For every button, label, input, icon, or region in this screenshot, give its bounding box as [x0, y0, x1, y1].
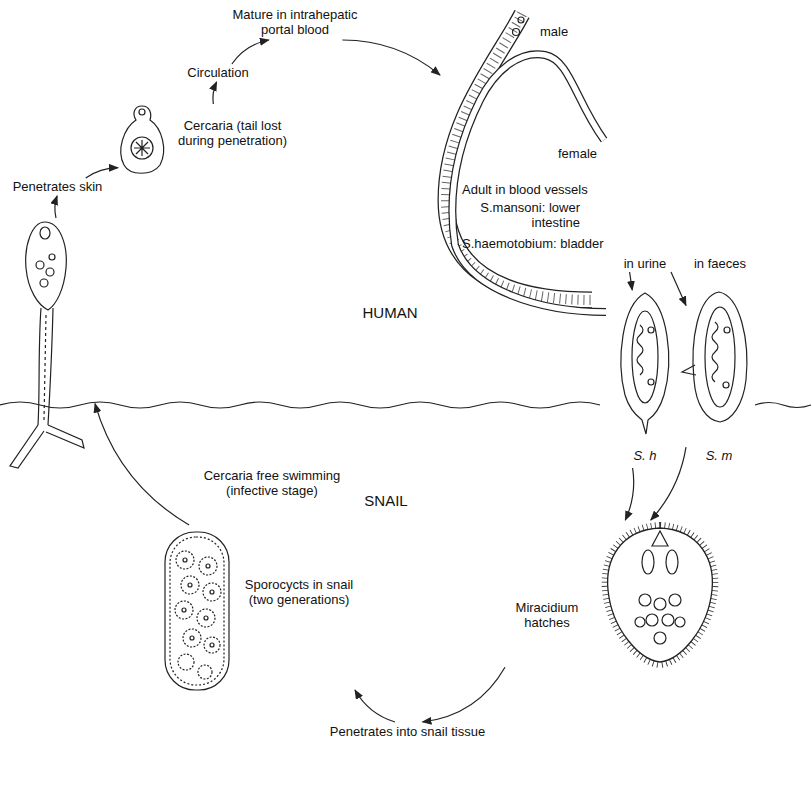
stage-text: male	[540, 24, 580, 39]
stage-label: Circulation	[178, 64, 258, 82]
cycle-arrow	[86, 168, 118, 178]
egg: S. h	[612, 290, 678, 468]
edge-label: in urine	[624, 256, 667, 271]
stage-text: Cercaria (tail lost during penetration)	[170, 118, 295, 148]
stage-text: S. m	[686, 448, 752, 463]
sporocyst-drawing	[165, 532, 229, 690]
cycle-arrow	[95, 404, 189, 525]
adult-worms: male femaleAdult in blood vesselsS.manson…	[440, 0, 780, 272]
egg: S. m	[686, 290, 752, 468]
stage-label: Penetrates into snail tissue	[315, 722, 500, 742]
cycle-arrow	[423, 667, 506, 722]
stage-text: Cercaria free swimming (infective stage)	[197, 468, 347, 498]
host-label: HUMAN	[363, 304, 418, 322]
edge-label: in faeces	[694, 256, 746, 271]
cycle-arrow	[671, 272, 686, 305]
cycle-arrow	[355, 690, 395, 722]
stage-text: S.haemotobium: bladder	[462, 236, 622, 251]
cycle-arrow	[232, 40, 269, 64]
cercaria-drawing	[121, 106, 164, 173]
sporocyst: Sporocycts in snail (two generations)	[155, 525, 355, 695]
water-line	[0, 402, 811, 408]
miracidium: Miracidium hatches	[505, 520, 725, 668]
cycle-arrow	[342, 40, 440, 75]
stage-label: Mature in intrahepatic portal blood	[225, 6, 365, 40]
cycle-arrow	[625, 468, 633, 520]
stage-text: Circulation	[178, 65, 258, 80]
stage-text: Penetrates into snail tissue	[315, 724, 500, 739]
stage-text: Mature in intrahepatic portal blood	[225, 7, 365, 37]
host-label: SNAIL	[364, 492, 407, 510]
egg-drawing	[682, 292, 747, 422]
cycle-arrow	[651, 447, 686, 520]
adult-worms-drawing	[446, 14, 606, 312]
egg-drawing	[621, 293, 669, 434]
cycle-arrow	[630, 272, 633, 290]
stage-text: Penetrates skin	[10, 179, 105, 194]
stage-text: S. h	[612, 448, 678, 463]
stage-text: S.mansoni: lower intestine	[462, 200, 580, 230]
cercaria-swimming: Cercaria free swimming (infective stage)	[5, 218, 95, 473]
stage-text: Miracidium hatches	[505, 600, 589, 630]
cercaria: Cercaria (tail lost during penetration)	[118, 104, 298, 174]
stage-label: Penetrates skin	[10, 178, 105, 196]
cercaria-drawing	[10, 222, 84, 468]
stage-text: Sporocycts in snail (two generations)	[239, 577, 359, 607]
cycle-arrow	[213, 82, 217, 104]
stage-text: female	[558, 146, 608, 161]
cycle-arrow	[55, 196, 57, 218]
miracidium-drawing	[608, 528, 713, 662]
stage-text: Adult in blood vessels	[462, 182, 612, 197]
